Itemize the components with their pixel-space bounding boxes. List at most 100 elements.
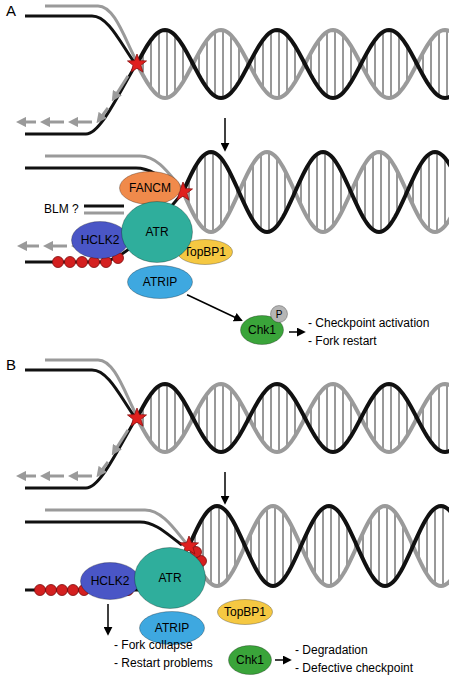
outcome-arrow <box>275 659 290 661</box>
base-pair <box>227 512 228 580</box>
base-pair <box>407 46 408 82</box>
protein-name: ATR <box>158 571 181 585</box>
base-pair <box>333 158 334 226</box>
outcome-note: - Degradation <box>295 643 368 657</box>
base-pair <box>381 152 382 231</box>
base-pair <box>439 32 440 96</box>
base-pair <box>365 164 366 221</box>
outcome-note: - Fork restart <box>308 334 377 348</box>
dna-duplex <box>183 152 449 232</box>
helix-strand <box>189 506 449 586</box>
base-pair <box>151 394 152 442</box>
protein-ellipse: HCLK2 <box>80 562 140 600</box>
base-pair <box>447 30 448 98</box>
base-pair <box>175 389 176 447</box>
base-pair <box>207 40 208 88</box>
ellipse-fill <box>72 222 129 259</box>
base-pair <box>407 400 408 436</box>
base-pair <box>319 394 320 442</box>
base-pair <box>267 508 268 584</box>
protein-ellipse: ATRIP <box>127 265 193 299</box>
outcome-arrow <box>289 331 304 333</box>
base-pair <box>437 152 438 231</box>
base-pair <box>223 30 224 98</box>
step-arrow <box>224 118 226 150</box>
nascent-strand-arrow <box>21 245 39 248</box>
base-pair <box>375 40 376 88</box>
protein-name: BLM ? <box>44 202 79 216</box>
ellipse-fill <box>128 266 193 299</box>
base-pair <box>335 30 336 98</box>
ellipse-fill <box>122 202 193 263</box>
base-pair <box>327 386 328 450</box>
activation-arrow <box>187 295 241 320</box>
base-pair <box>439 386 440 450</box>
base-pair <box>347 525 348 568</box>
base-pair <box>285 171 286 214</box>
protein-ellipse: ATR <box>121 201 193 263</box>
parental-strand <box>45 510 186 543</box>
base-pair <box>295 400 296 436</box>
base-pair <box>271 386 272 450</box>
base-pair <box>261 154 262 230</box>
ellipse-fill <box>271 306 288 323</box>
outcome-note: - Checkpoint activation <box>308 316 429 330</box>
helix-strand <box>137 384 449 452</box>
protein-name: TopBP1 <box>184 245 226 259</box>
base-pair <box>175 35 176 93</box>
base-pair <box>215 386 216 450</box>
base-pair <box>277 158 278 226</box>
base-pair <box>215 32 216 96</box>
base-pair <box>219 506 220 585</box>
helix-strand <box>183 152 449 232</box>
base-pair <box>205 154 206 230</box>
base-pair <box>263 40 264 88</box>
base-pair <box>391 30 392 98</box>
base-pair <box>331 506 332 585</box>
helix-strand <box>137 384 449 452</box>
base-pair <box>343 35 344 93</box>
base-pair <box>373 154 374 230</box>
base-pair <box>403 525 404 568</box>
protein-ellipse: ATR <box>134 547 206 609</box>
helix-strand <box>137 30 449 98</box>
base-pair <box>391 384 392 452</box>
base-pair <box>213 152 214 231</box>
ellipse-fill <box>135 548 206 609</box>
base-pair <box>375 394 376 442</box>
base-pair <box>231 35 232 93</box>
panel-letter: B <box>6 356 16 373</box>
protein-ellipse: FANCM <box>119 171 181 205</box>
protein-name: HCLK2 <box>91 574 130 588</box>
regressed-arm <box>84 205 124 208</box>
base-pair <box>211 508 212 584</box>
stalled-fork <box>20 6 147 134</box>
protein-name: HCLK2 <box>81 233 120 247</box>
protein-name: FANCM <box>129 181 171 195</box>
helix-strand <box>183 152 449 232</box>
protein-name: ATRIP <box>155 621 189 635</box>
base-pair <box>151 40 152 88</box>
dna-duplex <box>189 506 449 586</box>
base-pair <box>443 506 444 585</box>
base-pair <box>295 46 296 82</box>
base-pair <box>291 525 292 568</box>
base-pair <box>253 164 254 221</box>
base-pair <box>207 394 208 442</box>
base-pair <box>167 30 168 98</box>
base-pair <box>429 154 430 230</box>
parental-strand <box>25 522 182 545</box>
protein-name: P <box>276 309 283 320</box>
base-pair <box>371 518 372 575</box>
outcome-note: - Fork collapse <box>114 638 193 652</box>
base-pair <box>271 32 272 96</box>
base-pair <box>287 35 288 93</box>
protein-ellipse: Chk1P <box>240 315 284 345</box>
base-pair <box>447 384 448 452</box>
base-pair <box>231 389 232 447</box>
base-pair <box>323 508 324 584</box>
protein-name: TopBP1 <box>224 605 266 619</box>
base-pair <box>221 158 222 226</box>
